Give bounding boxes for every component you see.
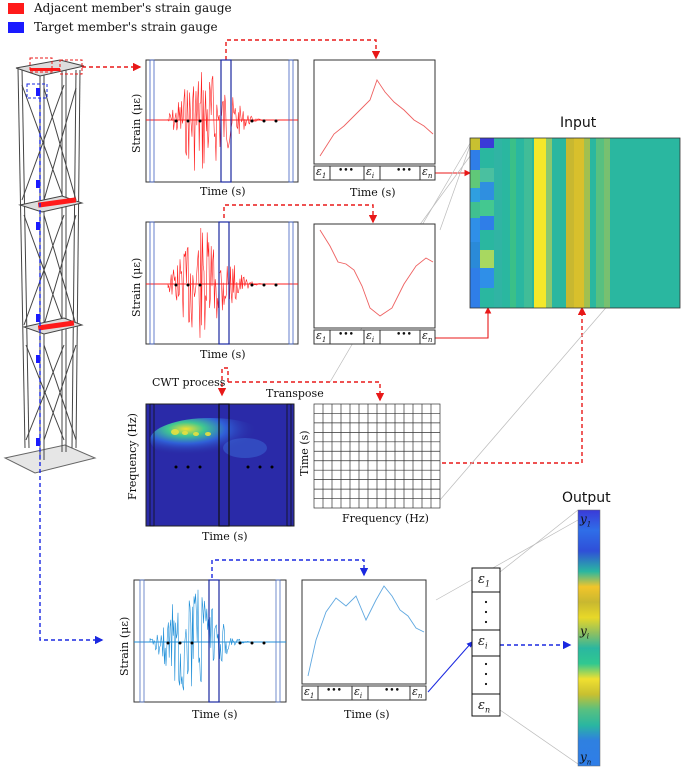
eps-last-sub: n [417, 692, 423, 701]
eps-dots: ••• [396, 166, 412, 176]
eps-first: ε [316, 165, 322, 178]
strain-ylabel-1: Strain (με) [130, 93, 143, 153]
eps-mid: ε [354, 685, 360, 698]
adjacent-gauge-box-1 [29, 57, 53, 73]
blue-flow-arrows [39, 98, 572, 650]
legend-target-label: Target member's strain gauge [34, 20, 218, 34]
input-heatmap [469, 137, 681, 309]
eps-last: ε [422, 329, 428, 342]
out-mid-sub: i [586, 632, 590, 641]
eps-first-sub: 1 [309, 692, 315, 701]
zoom-plot-adjacent-1 [313, 59, 436, 181]
strain-plot-adjacent-1 [145, 59, 299, 183]
time-xlabel-zoom-1: Time (s) [350, 186, 396, 199]
zoom-plot-adjacent-2 [313, 223, 436, 345]
red-solid-arrows [434, 169, 492, 339]
cwt-scalogram [145, 403, 295, 527]
col-eps-mid: ε [478, 634, 485, 649]
time-xlabel-target: Time (s) [192, 708, 238, 721]
target-gauge-box [26, 83, 48, 99]
col-eps-first: ε [478, 572, 485, 587]
time-xlabel-1: Time (s) [200, 185, 246, 198]
time-xlabel-zoom-target: Time (s) [344, 708, 390, 721]
eps-mid-sub: i [371, 172, 375, 181]
out-mid: y [580, 624, 587, 638]
grid-ylabel: Time (s) [298, 430, 311, 476]
eps-dots: ••• [396, 330, 412, 340]
eps-dots: ••• [384, 686, 400, 696]
legend-adjacent-swatch [8, 2, 24, 14]
output-title: Output [562, 490, 611, 506]
time-xlabel-cwt: Time (s) [202, 530, 248, 543]
strain-plot-target [133, 579, 287, 703]
legend-target-swatch [8, 21, 24, 33]
eps-first-sub: 1 [321, 172, 327, 181]
strain-ylabel-2: Strain (με) [130, 257, 143, 317]
eps-dots: ••• [338, 330, 354, 340]
target-gauges [36, 88, 40, 446]
eps-mid-sub: i [371, 336, 375, 345]
out-top: y [580, 512, 587, 526]
frequency-ylabel: Frequency (Hz) [126, 413, 139, 500]
transpose-grid [313, 403, 441, 509]
col-eps-last-sub: n [484, 705, 491, 715]
transpose-label: Transpose [266, 387, 324, 400]
input-title: Input [560, 115, 597, 131]
input-vector-column [471, 567, 501, 717]
col-eps-mid-sub: i [484, 641, 488, 651]
out-top-sub: 1 [586, 520, 592, 529]
out-bottom: y [580, 750, 587, 764]
eps-last: ε [422, 165, 428, 178]
zoom-plot-target [301, 579, 427, 701]
out-bottom-sub: n [586, 758, 592, 767]
legend-target: Target member's strain gauge [8, 20, 218, 34]
blue-solid-arrow [427, 641, 473, 693]
eps-dots: ••• [326, 686, 342, 696]
strain-plot-adjacent-2 [145, 221, 299, 345]
eps-mid-sub: i [359, 692, 363, 701]
eps-dots: ••• [338, 166, 354, 176]
eps-last-sub: n [427, 336, 433, 345]
adjacent-gauge-box-2 [59, 59, 83, 75]
output-colorbar [577, 509, 601, 767]
eps-mid: ε [366, 329, 372, 342]
eps-first: ε [304, 685, 310, 698]
eps-first: ε [316, 329, 322, 342]
eps-last-sub: n [427, 172, 433, 181]
grid-xlabel: Frequency (Hz) [342, 512, 429, 525]
eps-last: ε [412, 685, 418, 698]
strain-ylabel-target: Strain (με) [118, 616, 131, 676]
legend-adjacent: Adjacent member's strain gauge [8, 1, 232, 15]
cwt-process-label: CWT process [152, 376, 226, 389]
time-xlabel-2: Time (s) [200, 348, 246, 361]
red-flow-arrows [82, 39, 587, 464]
tower-structure [3, 59, 97, 474]
eps-mid: ε [366, 165, 372, 178]
eps-first-sub: 1 [321, 336, 327, 345]
col-eps-first-sub: 1 [484, 579, 491, 589]
adjacent-members [30, 68, 77, 331]
col-eps-last: ε [478, 698, 485, 713]
legend-adjacent-label: Adjacent member's strain gauge [34, 1, 232, 15]
